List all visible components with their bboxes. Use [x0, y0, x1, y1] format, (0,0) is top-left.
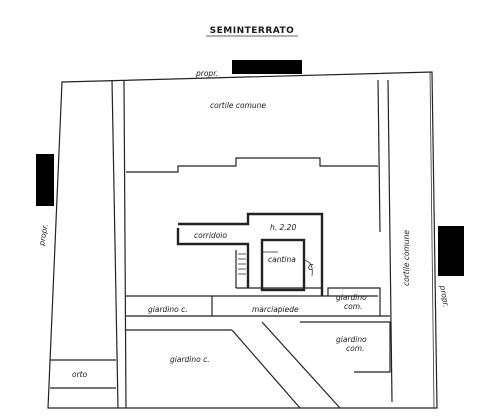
label-cantina: cantina	[268, 255, 296, 264]
redaction-right	[438, 226, 464, 276]
label-propr-right: propr.	[438, 284, 451, 308]
label-giardino-com-bottom-1: giardino	[336, 335, 367, 344]
property-outline	[47, 71, 438, 409]
label-marciapiede: marciapiede	[252, 305, 299, 314]
label-corridoio: corridoio	[194, 231, 227, 240]
label-cantina-mark: C	[308, 263, 314, 272]
perimeter-inner-right	[429, 71, 435, 409]
label-giardino-com-right-1: giardino	[336, 293, 367, 302]
corridor-lower-wall	[176, 228, 250, 288]
stair	[238, 253, 246, 275]
label-height: h. 2.20	[270, 223, 296, 232]
label-orto: orto	[72, 370, 88, 379]
redaction-left	[36, 154, 54, 206]
cantina-door-arc	[303, 259, 313, 277]
label-giardino-c-left: giardino c.	[148, 305, 188, 314]
giardino-com-right-box	[327, 287, 381, 316]
cantina-room	[260, 238, 306, 292]
label-giardino-com-right-2: com.	[344, 302, 362, 311]
corridor-upper-wall	[178, 212, 324, 296]
label-propr-top: propr.	[195, 69, 218, 78]
label-giardino-com-bottom-2: com.	[346, 344, 364, 353]
label-propr-left: propr.	[37, 223, 50, 247]
label-cortile-comune-top: cortile comune	[210, 101, 266, 110]
left-strip-wall-b	[123, 79, 127, 409]
label-giardino-c-bottom: giardino c.	[170, 355, 210, 364]
building-upper-edge	[126, 157, 378, 173]
ramp-line-b	[261, 321, 341, 409]
redaction-top	[232, 60, 302, 74]
left-strip-wall-a	[111, 79, 119, 409]
plan-title: SEMINTERRATO	[210, 26, 295, 36]
right-strip-wall-b	[387, 79, 393, 403]
label-cortile-comune-right: cortile comune	[402, 230, 411, 286]
ramp-line-a	[231, 329, 301, 409]
giardino-com-bottom-box	[300, 321, 391, 373]
right-strip-wall-a	[377, 79, 381, 233]
